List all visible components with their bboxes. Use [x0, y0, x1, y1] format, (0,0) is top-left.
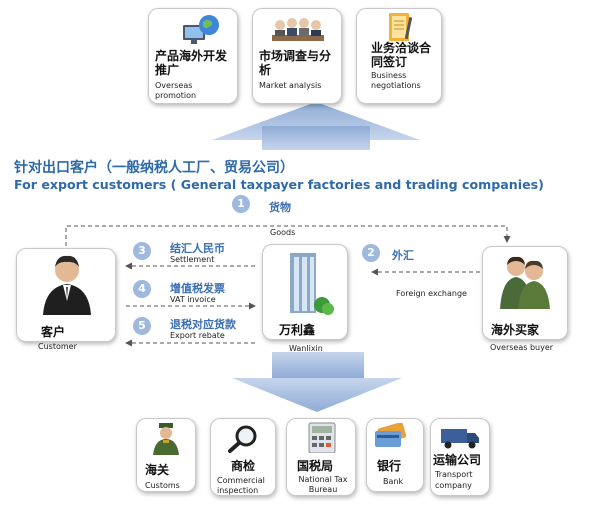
party-title-buyer: 海外买家	[491, 323, 540, 337]
service-title-market: 市场调查与分析	[259, 49, 332, 77]
party-subtitle-company: Wanlixin	[289, 344, 323, 353]
agency-card-inspection: 商检 Commercial inspection	[210, 418, 276, 496]
agency-title-bank: 银行	[377, 459, 402, 473]
service-subtitle-market: Market analysis	[259, 81, 322, 90]
agency-title-tax: 国税局	[297, 459, 334, 473]
step-3-label-en: Settlement	[170, 255, 215, 264]
service-subtitle-promotion: Overseas promotion	[155, 81, 197, 100]
step-1-badge: 1	[232, 195, 250, 213]
step-4-label: 增值税发票	[170, 282, 225, 295]
bank-card-icon	[375, 423, 407, 447]
headline-zh: 针对出口客户（一般纳税人工厂、贸易公司）	[14, 160, 294, 176]
agency-title-transport: 运输公司	[433, 453, 482, 467]
step-1-label: 货物	[269, 201, 291, 214]
step-4-label-en: VAT invoice	[170, 295, 216, 304]
down-arrow-stem	[272, 352, 364, 378]
notebook-pen-icon	[389, 13, 413, 41]
step-2-badge: 2	[362, 244, 380, 262]
party-subtitle-customer: Customer	[38, 342, 77, 351]
down-arrow	[232, 378, 402, 412]
up-arrow	[212, 102, 420, 140]
party-card-buyer: 海外买家	[482, 246, 568, 340]
agency-card-transport: 运输公司 Transport company	[430, 418, 490, 496]
step-5-badge: 5	[133, 317, 151, 335]
step-3-label: 结汇人民币	[170, 242, 225, 255]
service-card-negotiation: 业务洽谈合同签订 Business negotiations	[356, 8, 442, 104]
agency-subtitle-transport: Transport company	[435, 470, 473, 490]
party-card-company: 万利鑫	[262, 244, 348, 340]
step-5-label-en: Export rebate	[170, 331, 225, 340]
agency-subtitle-customs: Customs	[145, 481, 180, 490]
step-1-label-en: Goods	[270, 228, 296, 237]
business-people-icon	[500, 256, 550, 309]
headline-en: For export customers ( General taxpayer …	[14, 177, 544, 192]
step-3-badge: 3	[133, 242, 151, 260]
party-title-company: 万利鑫	[279, 323, 316, 337]
calculator-icon	[308, 422, 336, 453]
step-4-badge: 4	[133, 280, 151, 298]
globe-computer-icon	[183, 15, 219, 44]
agency-card-tax: 国税局 National Tax Bureau	[286, 418, 356, 496]
agency-card-bank: 银行 Bank	[366, 418, 424, 492]
up-arrow-stem	[262, 126, 370, 150]
businessman-icon	[43, 255, 91, 315]
agency-subtitle-tax: National Tax Bureau	[298, 475, 348, 494]
service-card-promotion: 产品海外开发推广 Overseas promotion	[148, 8, 238, 104]
agency-card-customs: 海关 Customs	[136, 418, 196, 492]
step-5-label: 退税对应货款	[170, 318, 236, 331]
service-title-negotiation: 业务洽谈合同签订	[371, 41, 432, 69]
agency-subtitle-inspection: Commercial inspection	[217, 476, 265, 495]
party-title-customer: 客户	[41, 325, 66, 339]
step-2-label: 外汇	[392, 249, 414, 262]
customs-officer-icon	[153, 423, 179, 455]
office-building-icon	[290, 253, 334, 315]
party-card-customer: 客户	[16, 248, 116, 342]
truck-icon	[441, 429, 479, 449]
agency-title-inspection: 商检	[231, 459, 256, 473]
step-2-label-en: Foreign exchange	[396, 289, 467, 298]
service-subtitle-negotiation: Business negotiations	[371, 71, 421, 90]
meeting-people-icon	[272, 18, 324, 41]
agency-subtitle-bank: Bank	[383, 477, 404, 486]
party-subtitle-buyer: Overseas buyer	[490, 343, 554, 352]
service-title-promotion: 产品海外开发推广	[155, 49, 228, 77]
agency-title-customs: 海关	[145, 463, 170, 477]
service-card-market: 市场调查与分析 Market analysis	[252, 8, 342, 104]
magnifier-icon	[228, 425, 257, 453]
goods-route-line	[65, 225, 511, 246]
